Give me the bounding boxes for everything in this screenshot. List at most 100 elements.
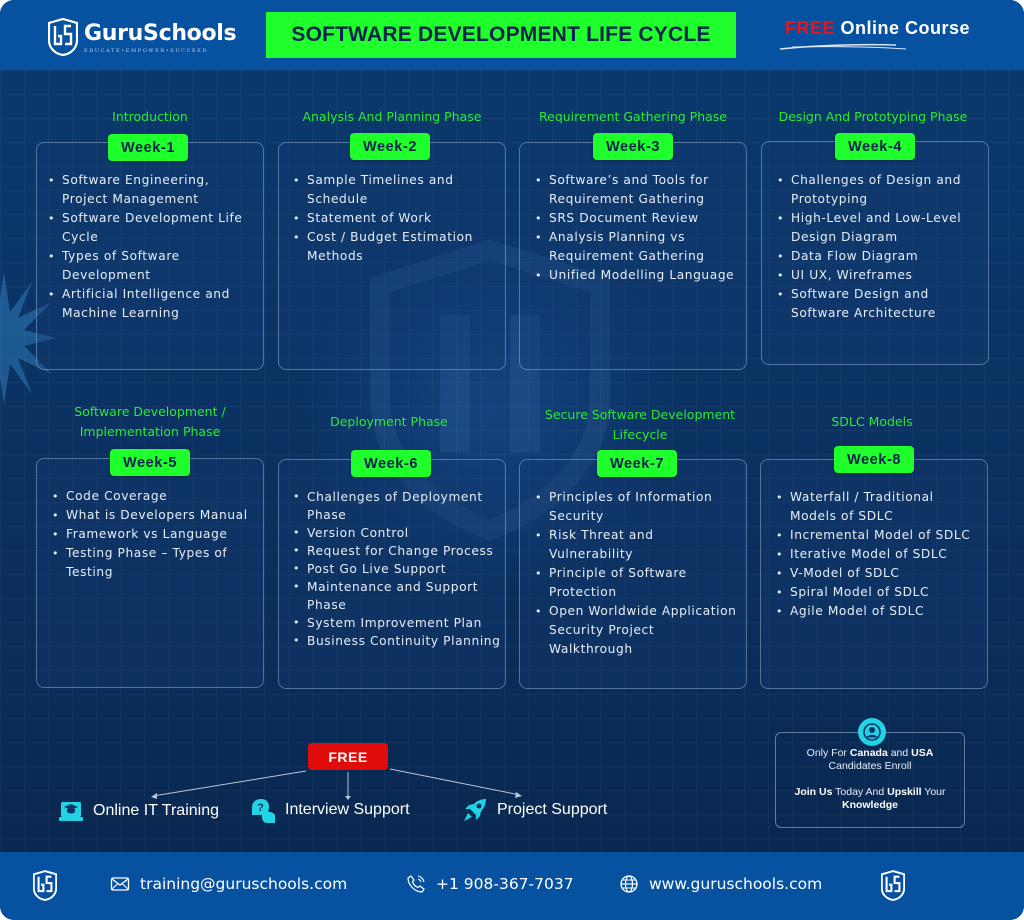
website-link[interactable]: www.guruschools.com [649,875,823,893]
topic-item: Software Design and Software Architectur… [777,285,982,323]
brand-tagline: EDUCATE•EMPOWER•SUCCEED [84,47,209,54]
topic-item: Waterfall / Traditional Models of SDLC [776,488,981,526]
topic-item: Risk Threat and Vulnerability [535,526,740,564]
topic-item: Software’s and Tools for Requirement Gat… [535,171,740,209]
phase-title-week-2: Analysis And Planning Phase [302,109,482,124]
topic-item: Code Coverage [52,487,257,506]
service-label: Project Support [497,801,608,818]
header-bar: GuruSchools EDUCATE•EMPOWER•SUCCEED SOFT… [0,0,1024,70]
topic-list-week-5: Code Coverage What is Developers Manual … [52,487,257,582]
enroll-line-3: Join Us Today And Upskill Your [776,786,964,799]
topic-item: High-Level and Low-Level Design Diagram [777,209,982,247]
topic-list-week-1: Software Engineering, Project Management… [48,171,258,323]
topic-list-week-2: Sample Timelines and Schedule Statement … [293,171,498,266]
topic-item: Request for Change Process [293,542,503,560]
service-online-it-training: Online IT Training [58,798,219,824]
week-badge-3: Week-3 [593,133,673,160]
phone-icon [407,875,425,893]
topic-list-week-8: Waterfall / Traditional Models of SDLC I… [776,488,981,621]
week-badge-5: Week-5 [110,449,190,476]
enroll-text: Your [921,786,946,798]
enroll-line-4: Knowledge [776,799,964,812]
topic-item: Types of Software Development [48,247,258,285]
topic-item: Business Continuity Planning [293,632,503,650]
enroll-line-1: Only For Canada and USA [776,747,964,760]
svg-text:?: ? [257,802,264,814]
online-course-word: Online Course [835,18,971,38]
service-label: Online IT Training [93,802,219,819]
phase-title-week-8: SDLC Models [831,414,913,429]
topic-item: Post Go Live Support [293,560,503,578]
free-badge: FREE [308,743,388,770]
topic-list-week-3: Software’s and Tools for Requirement Gat… [535,171,740,285]
country-canada: Canada [849,747,888,759]
free-word: FREE [785,18,836,38]
topic-item: Unified Modelling Language [535,266,740,285]
week-badge-6: Week-6 [351,450,431,477]
topic-item: Statement of Work [293,209,498,228]
footer-website[interactable]: www.guruschools.com [619,874,822,894]
topic-item: Spiral Model of SDLC [776,583,981,602]
topic-item: Software Development Life Cycle [48,209,258,247]
week-badge-8: Week-8 [834,446,914,473]
topic-item: What is Developers Manual [52,506,257,525]
shield-logo-icon [33,870,57,901]
topic-item: Maintenance and Support Phase [293,578,503,614]
phase-title-week-5: Software Development / Implementation Ph… [74,404,226,439]
upskill-text: Upskill [887,786,922,798]
user-avatar-icon [858,718,886,746]
join-us-text: Join Us [794,786,833,798]
rocket-icon [464,799,486,821]
topic-item: Version Control [293,524,503,542]
topic-item: V-Model of SDLC [776,564,981,583]
topic-item: Software Engineering, Project Management [48,171,258,209]
enroll-text: Only For [806,747,850,759]
question-chat-icon: ? [252,799,275,823]
footer-email[interactable]: training@guruschools.com [110,874,347,894]
shield-logo-icon [881,870,905,901]
topic-item: Principle of Software Protection [535,564,740,602]
topic-item: Artificial Intelligence and Machine Lear… [48,285,258,323]
topic-item: Challenges of Deployment Phase [293,488,503,524]
enroll-text: and [887,747,912,759]
brand-name: GuruSchools [84,20,237,46]
knowledge-text: Knowledge [841,799,898,811]
week-badge-7: Week-7 [597,450,677,477]
service-interview-support: ? Interview Support [250,797,410,823]
topic-item: Testing Phase – Types of Testing [52,544,257,582]
footer-bar: training@guruschools.com +1 908-367-7037… [0,852,1024,920]
page-title-banner: SOFTWARE DEVELOPMENT LIFE CYCLE [266,12,736,58]
topic-item: Framework vs Language [52,525,257,544]
page-title: SOFTWARE DEVELOPMENT LIFE CYCLE [291,23,711,46]
week-badge-1: Week-1 [108,134,188,161]
week-badge-2: Week-2 [350,133,430,160]
brand-logo[interactable]: GuruSchools EDUCATE•EMPOWER•SUCCEED [48,18,237,56]
phase-title-week-3: Requirement Gathering Phase [539,109,727,124]
topic-item: Open Worldwide Application Security Proj… [535,602,740,659]
footer-phone[interactable]: +1 908-367-7037 [406,874,574,894]
topic-item: Sample Timelines and Schedule [293,171,498,209]
phase-title-week-1: Introduction [112,109,188,124]
service-label: Interview Support [285,801,410,818]
starburst-decoration-icon [0,272,56,404]
enroll-info-box: Only For Canada and USA Candidates Enrol… [775,732,965,828]
topic-item: Cost / Budget Estimation Methods [293,228,498,266]
topic-item: Principles of Information Security [535,488,740,526]
phase-title-week-7: Secure Software Development Lifecycle [544,407,736,442]
topic-item: Challenges of Design and Prototyping [777,171,982,209]
topic-list-week-7: Principles of Information Security Risk … [535,488,740,659]
topic-item: UI UX, Wireframes [777,266,982,285]
phone-number[interactable]: +1 908-367-7037 [436,875,574,893]
phase-title-week-6: Deployment Phase [330,414,448,429]
topic-item: Incremental Model of SDLC [776,526,981,545]
topic-item: Agile Model of SDLC [776,602,981,621]
enroll-line-2: Candidates Enroll [828,760,912,772]
topic-item: Data Flow Diagram [777,247,982,266]
topic-list-week-4: Challenges of Design and Prototyping Hig… [777,171,982,323]
email-link[interactable]: training@guruschools.com [140,875,348,893]
topic-item: System Improvement Plan [293,614,503,632]
free-course-label: FREE Online Course [785,18,970,39]
country-usa: USA [911,747,934,759]
phase-title-week-4: Design And Prototyping Phase [778,109,968,124]
